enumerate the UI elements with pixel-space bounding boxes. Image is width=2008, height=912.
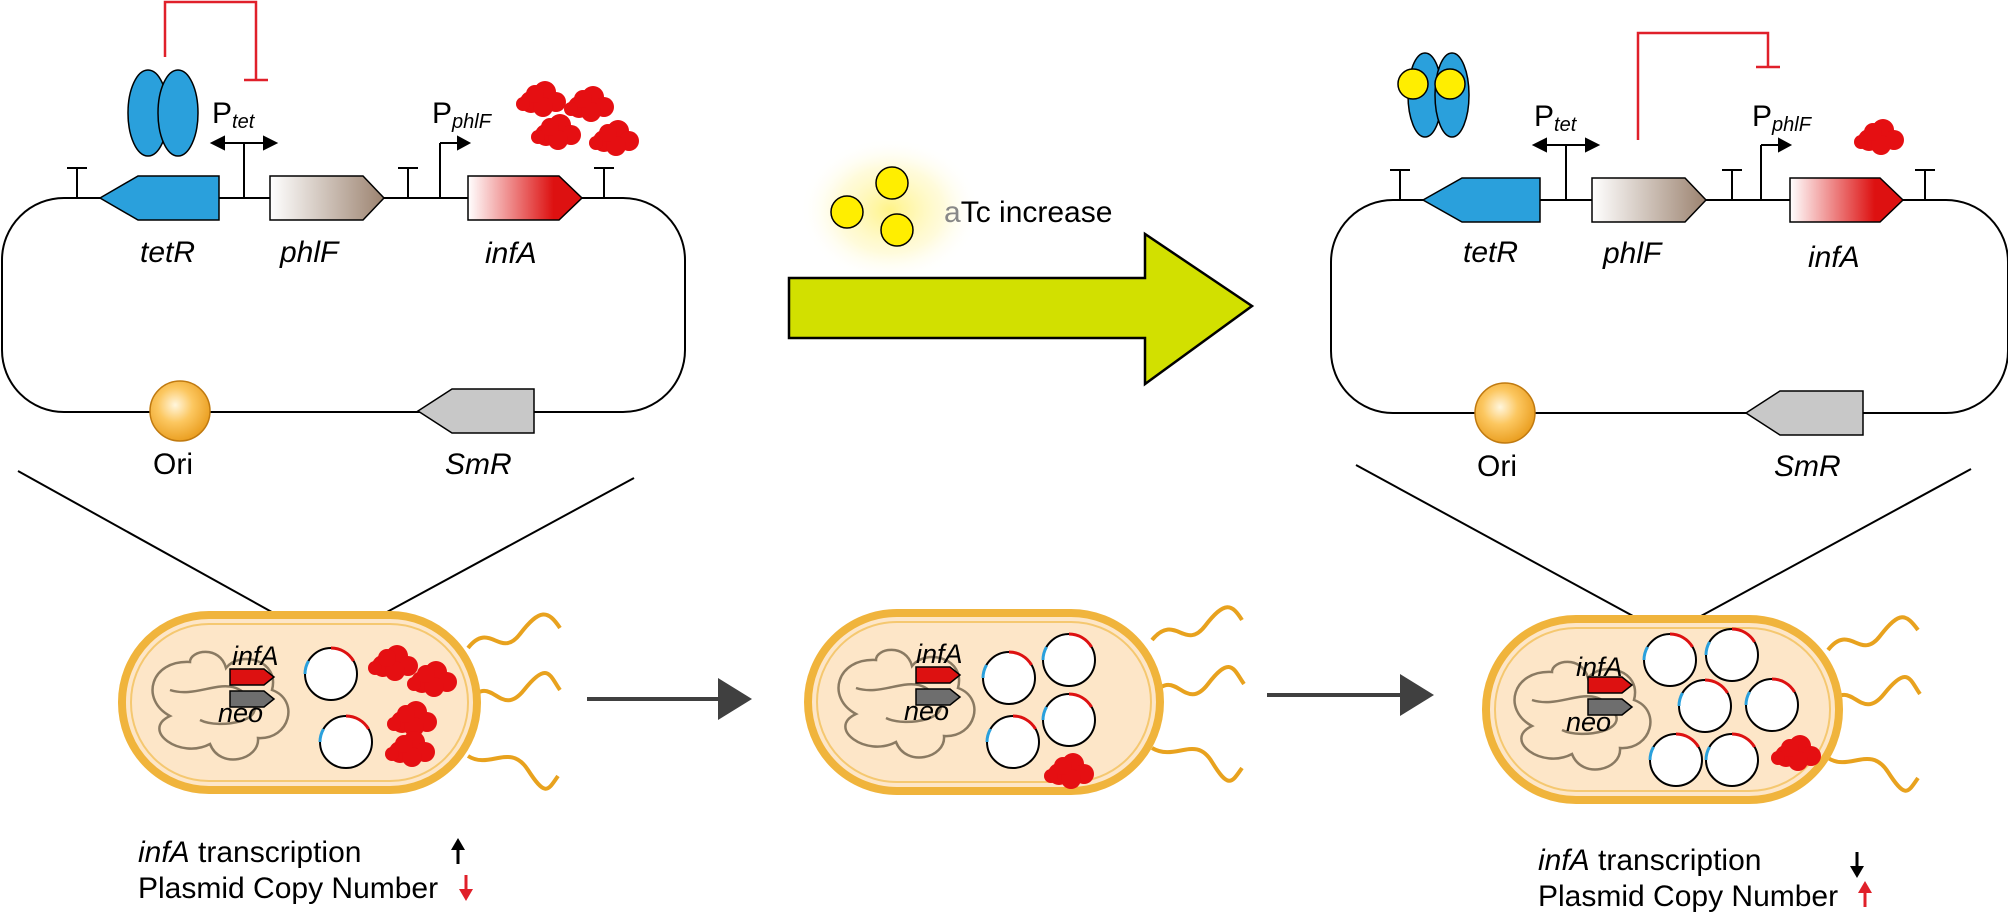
phlF-gene	[269, 175, 386, 221]
infA-label: infA	[485, 237, 537, 270]
smR-label: SmR	[1774, 450, 1841, 483]
cell-envelope	[804, 609, 1164, 795]
infA-locus-icon	[1587, 676, 1634, 694]
phlF-label: phlF	[1602, 237, 1663, 270]
pphlf-promoter	[439, 135, 472, 198]
arrow-down-icon	[1850, 852, 1864, 878]
zoom-lines	[17, 464, 1972, 632]
flagella-icon	[1826, 615, 1922, 793]
infA-gene	[467, 175, 584, 221]
left-cell: infA neo	[118, 611, 562, 794]
cell-neo-label: neo	[904, 696, 949, 726]
process-arrow	[1267, 674, 1434, 716]
terminator-icon	[67, 167, 87, 198]
tetR-protein-icon	[127, 69, 199, 157]
process-arrow	[587, 678, 752, 720]
arrow-up-icon	[1858, 881, 1872, 907]
transcription-caption: infA transcription	[138, 836, 361, 869]
neo-locus-icon	[915, 688, 962, 706]
cell-infA-label: infA	[232, 641, 279, 671]
flagella-icon	[1150, 605, 1246, 783]
repression-icon	[163, 0, 268, 82]
infA-label: infA	[1808, 241, 1860, 274]
atc-increase-label: aTc increase	[944, 196, 1112, 229]
tetR-atc-complex-icon	[1397, 52, 1470, 138]
arrow-up-icon	[451, 838, 465, 864]
right-cell: infA neo	[1482, 615, 1922, 804]
left-plasmid: Ptet PphlF tetR phlF infA Ori SmR	[1, 0, 686, 481]
tetR-gene	[98, 175, 220, 221]
right-caption: infA transcription Plasmid Copy Number	[1538, 844, 1872, 912]
cell-envelope	[118, 611, 481, 794]
cell-infA-label: infA	[916, 639, 963, 669]
ptet-promoter	[1531, 137, 1601, 200]
induction-arrow	[787, 231, 1255, 387]
atc-inducer: aTc increase	[800, 138, 1112, 282]
plasmid-backbone	[1330, 199, 2008, 414]
left-caption: infA transcription Plasmid Copy Number	[138, 836, 473, 905]
infA-protein-cloud	[516, 81, 639, 156]
pphlf-label: PphlF	[1752, 100, 1813, 136]
plasmid-backbone	[1, 197, 686, 413]
transcription-caption: infA transcription	[1538, 844, 1761, 877]
copy-number-caption: Plasmid Copy Number	[1538, 880, 1838, 912]
cell-infA-label: infA	[1576, 652, 1623, 682]
phlF-label: phlF	[279, 236, 340, 269]
flagella-icon	[466, 612, 562, 791]
ori-label: Ori	[153, 448, 193, 481]
terminator-icon	[1390, 169, 1410, 200]
ptet-promoter	[209, 135, 279, 198]
pphlf-label: PphlF	[432, 97, 493, 133]
repression-icon	[1636, 31, 1780, 140]
phlF-gene	[1591, 177, 1708, 223]
neo-locus-icon	[229, 690, 276, 708]
terminator-icon	[1722, 169, 1742, 200]
arrow-down-icon	[459, 875, 473, 901]
atc-molecule-icon	[830, 195, 864, 229]
tetR-label: tetR	[1463, 236, 1518, 269]
infA-locus-icon	[229, 668, 276, 686]
terminator-icon	[398, 167, 418, 198]
copy-number-caption: Plasmid Copy Number	[138, 872, 438, 905]
pphlf-promoter	[1760, 137, 1793, 200]
neo-locus-icon	[1587, 698, 1634, 716]
ptet-label: Ptet	[1534, 100, 1578, 136]
ori-icon	[149, 380, 211, 442]
infA-protein-cloud	[1854, 119, 1904, 155]
tetR-label: tetR	[140, 236, 195, 269]
right-plasmid: Ptet PphlF tetR phlF infA Ori SmR	[1330, 31, 2008, 483]
terminator-icon	[594, 167, 614, 198]
smR-gene	[1744, 390, 1864, 436]
infA-locus-icon	[915, 666, 962, 684]
smR-gene	[416, 388, 535, 434]
atc-molecule-icon	[880, 213, 914, 247]
cell-neo-label: neo	[218, 698, 263, 728]
ori-label: Ori	[1477, 450, 1517, 483]
smR-label: SmR	[445, 448, 512, 481]
infA-gene	[1789, 177, 1905, 223]
cell-neo-label: neo	[1566, 707, 1611, 737]
ori-icon	[1474, 382, 1536, 444]
ptet-label: Ptet	[212, 97, 256, 133]
atc-molecule-icon	[875, 166, 909, 200]
terminator-icon	[1915, 169, 1935, 200]
middle-cell: infA neo	[804, 605, 1246, 795]
tetR-gene	[1421, 177, 1541, 223]
